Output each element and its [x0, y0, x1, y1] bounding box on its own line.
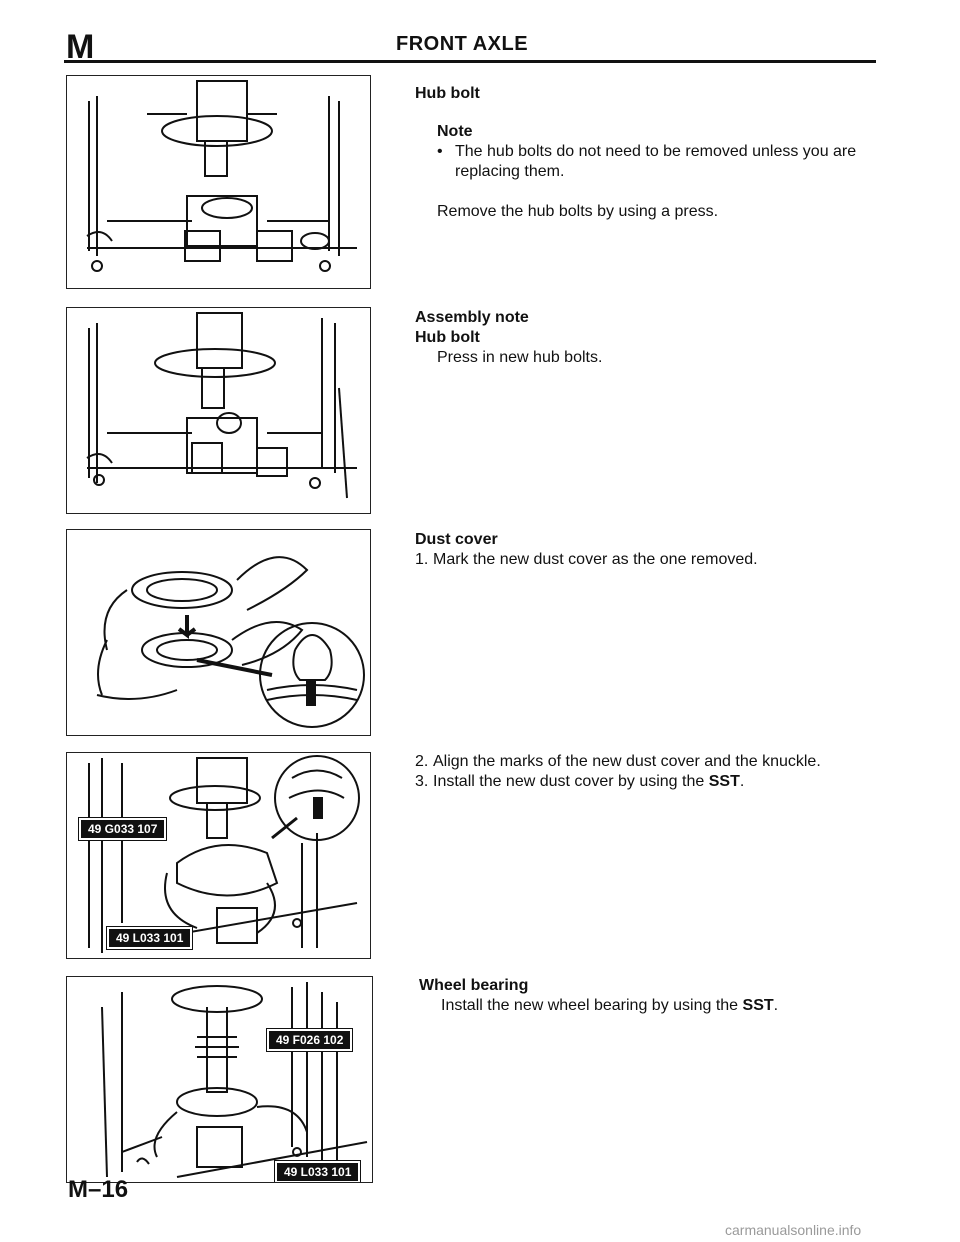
- sst-term: SST: [742, 997, 774, 1014]
- sst-callout-49l033101-b: 49 L033 101: [275, 1161, 361, 1182]
- sst-term: SST: [708, 773, 740, 790]
- note-label: Note: [437, 123, 473, 140]
- note-bullet-item: • The hub bolts do not need to be remove…: [437, 142, 865, 182]
- figure-dust-cover-mark: [66, 529, 371, 736]
- hub-bolt-note: Note • The hub bolts do not need to be r…: [415, 122, 865, 222]
- section-letter: M: [66, 28, 95, 66]
- step-text-main: Install the new dust cover by using the: [433, 773, 709, 790]
- wheel-bearing-section: Wheel bearing Install the new wheel bear…: [419, 976, 869, 1016]
- dust-cover-illustration: [96, 556, 365, 728]
- figure-hub-bolt-removal: [66, 75, 371, 289]
- step-number: 1.: [415, 551, 429, 568]
- note-bullet-text: The hub bolts do not need to be removed …: [455, 143, 857, 180]
- page-title: FRONT AXLE: [396, 33, 529, 55]
- step-number: 3.: [415, 773, 429, 790]
- dust-cover-step-3: 3. Install the new dust cover by using t…: [415, 772, 875, 792]
- assembly-hub-bolt-subheading: Hub bolt: [415, 329, 480, 346]
- assembly-note-section: Assembly note Hub bolt Press in new hub …: [415, 308, 865, 368]
- step-text: Install the new dust cover by using the …: [433, 772, 744, 792]
- sst-callout-49l033101-a: 49 L033 101: [107, 927, 193, 949]
- figure-wheel-bearing-install: 49 F026 102 49 L033 101: [66, 976, 373, 1183]
- wheel-bearing-heading: Wheel bearing: [419, 977, 529, 994]
- dust-cover-step-1: 1. Mark the new dust cover as the one re…: [415, 550, 865, 570]
- dust-cover-steps-continued: 2. Align the marks of the new dust cover…: [415, 752, 875, 792]
- dust-cover-heading: Dust cover: [415, 531, 498, 548]
- hub-bolt-heading: Hub bolt: [415, 85, 480, 102]
- bullet-icon: •: [437, 143, 443, 160]
- page-number: M–16: [68, 1176, 129, 1203]
- step-number: 2.: [415, 753, 429, 770]
- figure-dust-cover-install: 49 G033 107 49 L033 101: [66, 752, 371, 959]
- step-text-end: .: [739, 773, 745, 790]
- wheel-bearing-text-end: .: [773, 997, 779, 1014]
- step-text: Align the marks of the new dust cover an…: [433, 753, 821, 770]
- figure-hub-bolt-install: [66, 307, 371, 514]
- step-text: Mark the new dust cover as the one remov…: [433, 551, 758, 568]
- assembly-note-heading: Assembly note: [415, 309, 529, 326]
- wheel-bearing-press-illustration: [101, 982, 368, 1178]
- assembly-instruction: Press in new hub bolts.: [437, 349, 603, 366]
- header-rule: [64, 60, 876, 63]
- press-illustration-1: [86, 80, 357, 272]
- dust-cover-section: Dust cover 1. Mark the new dust cover as…: [415, 530, 865, 570]
- wheel-bearing-text: Install the new wheel bearing by using t…: [441, 997, 743, 1014]
- sst-callout-49g033107: 49 G033 107: [79, 818, 167, 840]
- press-illustration-2: [86, 312, 357, 499]
- hub-bolt-section: Hub bolt Note • The hub bolts do not nee…: [415, 84, 865, 222]
- hub-bolt-instruction: Remove the hub bolts by using a press.: [437, 203, 719, 220]
- sst-callout-49f026102: 49 F026 102: [267, 1029, 353, 1051]
- dust-cover-step-2: 2. Align the marks of the new dust cover…: [415, 752, 875, 772]
- watermark: carmanualsonline.info: [725, 1222, 862, 1238]
- wheel-bearing-instruction: Install the new wheel bearing by using t…: [419, 996, 869, 1016]
